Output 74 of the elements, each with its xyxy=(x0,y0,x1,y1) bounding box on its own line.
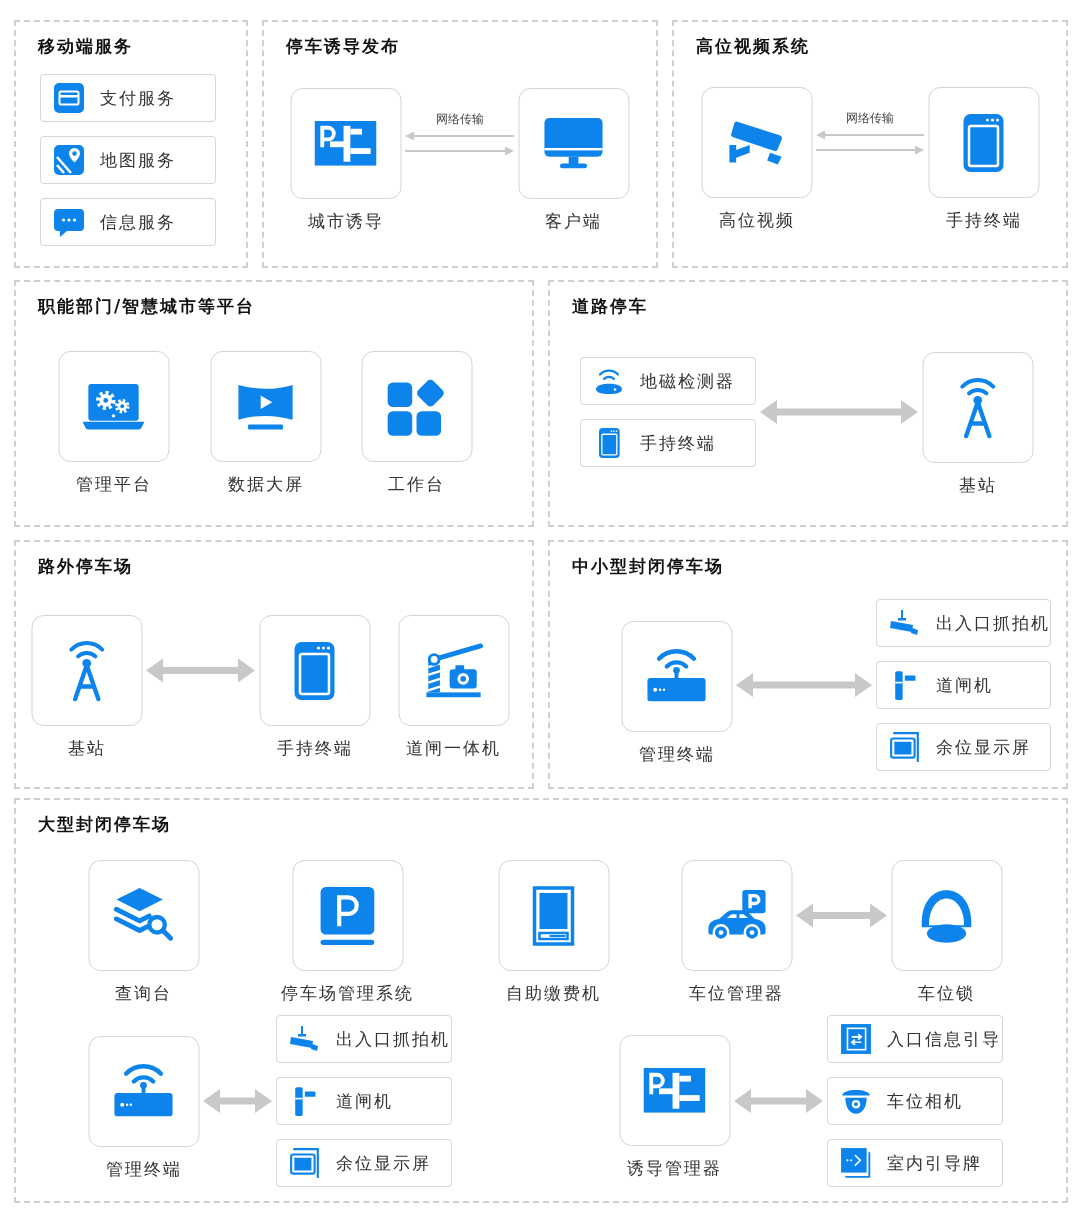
dashed-panel xyxy=(548,540,1068,789)
group-title: 中小型封闭停车场 xyxy=(572,555,724,577)
item-label: 支付服务 xyxy=(100,87,176,109)
dashed-panel xyxy=(14,798,1068,1203)
device-label: 管理终端 xyxy=(105,1158,182,1180)
item-card xyxy=(580,419,756,467)
device-label: 城市诱导 xyxy=(307,210,384,232)
dashed-panel xyxy=(14,20,248,268)
item-card xyxy=(276,1139,452,1187)
item-card xyxy=(40,74,216,122)
double-arrow xyxy=(203,1089,272,1113)
item-label: 出入口抓拍机 xyxy=(936,612,1050,634)
device-label: 车位锁 xyxy=(918,982,975,1004)
arrow xyxy=(405,131,515,141)
device-label: 管理平台 xyxy=(75,473,152,495)
group-title: 大型封闭停车场 xyxy=(38,813,171,835)
device-label: 手持终端 xyxy=(276,737,353,759)
edge-label: 网络传输 xyxy=(844,111,896,126)
dashed-panel xyxy=(262,20,658,268)
device-label: 道闸一体机 xyxy=(406,737,501,759)
dashed-panel xyxy=(14,280,534,527)
device-label: 管理终端 xyxy=(638,743,715,765)
group-title: 移动端服务 xyxy=(38,35,133,57)
group-title: 停车诱导发布 xyxy=(286,35,400,57)
device-label: 手持终端 xyxy=(945,209,1022,231)
device-label: 停车场管理系统 xyxy=(281,982,414,1004)
item-label: 余位显示屏 xyxy=(936,736,1031,758)
item-card xyxy=(876,723,1051,771)
double-arrow xyxy=(760,400,918,424)
device-label: 自助缴费机 xyxy=(506,982,601,1004)
item-card xyxy=(40,136,216,184)
item-label: 信息服务 xyxy=(100,211,176,233)
device-label: 车位管理器 xyxy=(689,982,784,1004)
item-label: 道闸机 xyxy=(936,674,993,696)
double-arrow xyxy=(734,1089,823,1113)
dashed-panel xyxy=(14,540,534,789)
device-label: 客户端 xyxy=(545,210,602,232)
device-label: 诱导管理器 xyxy=(627,1157,722,1179)
device-label: 查询台 xyxy=(115,982,172,1004)
item-label: 车位相机 xyxy=(887,1090,963,1112)
group-title: 职能部门/智慧城市等平台 xyxy=(38,295,256,317)
device-label: 基站 xyxy=(67,737,106,759)
item-label: 出入口抓拍机 xyxy=(336,1028,450,1050)
double-arrow xyxy=(736,673,872,697)
dashed-panel xyxy=(548,280,1068,527)
item-card xyxy=(40,198,216,246)
item-card xyxy=(876,599,1051,647)
double-arrow xyxy=(146,658,255,683)
item-card xyxy=(827,1139,1003,1187)
item-label: 入口信息引导 xyxy=(887,1028,1001,1050)
double-arrow xyxy=(796,903,887,928)
item-label: 余位显示屏 xyxy=(336,1152,431,1174)
dashed-panel xyxy=(672,20,1068,268)
device-label: 高位视频 xyxy=(718,209,795,231)
group-title: 道路停车 xyxy=(572,295,648,317)
item-card xyxy=(276,1077,452,1125)
item-card xyxy=(876,661,1051,709)
arrow xyxy=(816,130,925,140)
item-label: 道闸机 xyxy=(336,1090,393,1112)
item-card xyxy=(276,1015,452,1063)
item-label: 地磁检测器 xyxy=(640,370,735,392)
device-label: 数据大屏 xyxy=(227,473,304,495)
device-label: 工作台 xyxy=(388,473,445,495)
group-title: 路外停车场 xyxy=(38,555,133,577)
arrow xyxy=(404,146,514,156)
arrow xyxy=(815,145,924,155)
device-label: 基站 xyxy=(958,474,997,496)
item-label: 地图服务 xyxy=(100,149,176,171)
item-label: 室内引导牌 xyxy=(887,1152,982,1174)
item-card xyxy=(580,357,756,405)
group-title: 高位视频系统 xyxy=(696,35,810,57)
item-label: 手持终端 xyxy=(640,432,716,454)
item-card xyxy=(827,1015,1003,1063)
item-card xyxy=(827,1077,1003,1125)
